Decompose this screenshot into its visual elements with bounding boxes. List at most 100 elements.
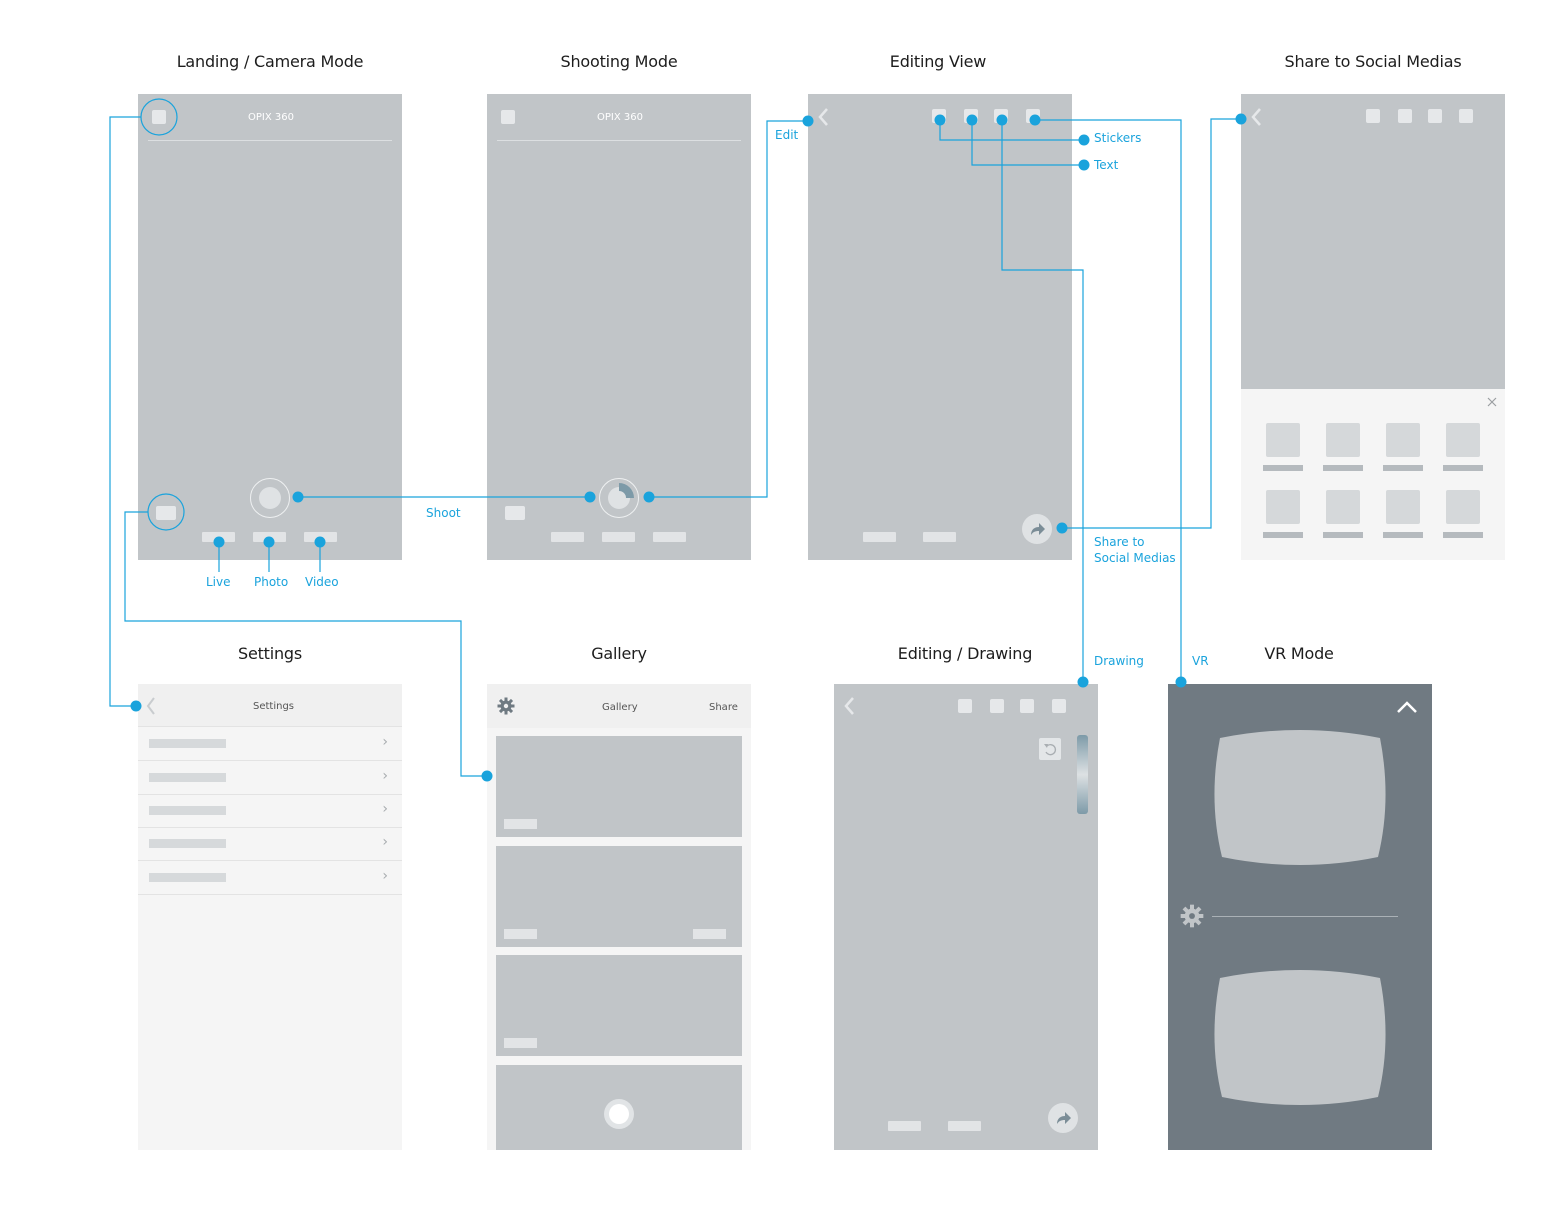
landing-screen: OPIX 360 xyxy=(138,94,402,560)
title-drawing: Editing / Drawing xyxy=(897,644,1033,663)
tool-icon-1[interactable] xyxy=(958,699,972,713)
tool-icon-4[interactable] xyxy=(1459,109,1473,123)
tool-icon-4[interactable] xyxy=(1052,699,1066,713)
settings-row[interactable]: › xyxy=(138,827,402,861)
gallery-card[interactable] xyxy=(496,736,742,837)
gallery-card[interactable] xyxy=(496,955,742,1056)
settings-row[interactable]: › xyxy=(138,727,402,761)
label-vr: VR xyxy=(1192,654,1209,668)
tool-icon-3[interactable] xyxy=(1428,109,1442,123)
vr-lens-top xyxy=(1214,730,1386,865)
label-live: Live xyxy=(206,575,231,589)
gallery-card[interactable] xyxy=(496,846,742,947)
editing-screen xyxy=(808,94,1072,560)
bottom-option-1[interactable] xyxy=(863,532,896,542)
undo-button[interactable] xyxy=(1039,738,1061,760)
title-gallery: Gallery xyxy=(591,644,647,663)
menu-icon[interactable] xyxy=(152,110,166,124)
title-share: Share to Social Medias xyxy=(1284,52,1462,71)
label-share-line1: Share to xyxy=(1094,535,1145,549)
label-edit: Edit xyxy=(775,128,799,142)
back-chevron-icon[interactable] xyxy=(816,107,830,127)
share-button[interactable] xyxy=(1022,514,1052,544)
back-chevron-icon[interactable] xyxy=(1249,107,1263,127)
tool-icon-3[interactable] xyxy=(1020,699,1034,713)
title-settings: Settings xyxy=(237,644,303,663)
social-app-label xyxy=(1263,465,1303,471)
social-app-icon[interactable] xyxy=(1386,490,1420,524)
social-app-icon[interactable] xyxy=(1326,490,1360,524)
social-app-icon[interactable] xyxy=(1266,490,1300,524)
shutter-recording-button[interactable] xyxy=(599,478,639,518)
header-divider xyxy=(497,140,741,141)
social-app-icon[interactable] xyxy=(1266,423,1300,457)
social-app-label xyxy=(1263,532,1303,538)
settings-row[interactable]: › xyxy=(138,794,402,828)
shooting-screen: OPIX 360 xyxy=(487,94,751,560)
app-name: OPIX 360 xyxy=(597,112,643,123)
gallery-header-title: Gallery xyxy=(602,702,638,713)
settings-row[interactable]: › xyxy=(138,761,402,795)
settings-row[interactable]: › xyxy=(138,861,402,895)
undo-icon xyxy=(1044,744,1056,756)
tool-icon-2[interactable] xyxy=(1398,109,1412,123)
settings-header: Settings xyxy=(138,684,402,727)
gallery-header: Gallery Share xyxy=(487,684,751,728)
gear-icon[interactable] xyxy=(1180,904,1204,928)
app-name: OPIX 360 xyxy=(248,112,294,123)
chevron-up-icon[interactable] xyxy=(1396,700,1418,714)
social-app-label xyxy=(1383,532,1423,538)
label-photo: Photo xyxy=(254,575,289,589)
menu-icon[interactable] xyxy=(501,110,515,124)
social-app-icon[interactable] xyxy=(1446,423,1480,457)
vr-lens-bottom xyxy=(1214,970,1386,1105)
gallery-card[interactable] xyxy=(496,1065,742,1150)
vr-screen xyxy=(1168,684,1432,1150)
social-app-label xyxy=(1443,465,1483,471)
social-app-icon[interactable] xyxy=(1386,423,1420,457)
label-stickers: Stickers xyxy=(1094,131,1142,145)
social-app-label xyxy=(1443,532,1483,538)
mode-video-tab[interactable] xyxy=(653,532,686,542)
title-landing: Landing / Camera Mode xyxy=(176,52,364,71)
recording-progress-icon xyxy=(618,482,634,498)
record-button[interactable] xyxy=(604,1099,634,1129)
social-app-icon[interactable] xyxy=(1446,490,1480,524)
mode-photo-tab[interactable] xyxy=(602,532,635,542)
drawing-screen xyxy=(834,684,1098,1150)
tool-icon-1[interactable] xyxy=(1366,109,1380,123)
close-icon[interactable] xyxy=(1487,397,1497,407)
gallery-thumbnail-icon[interactable] xyxy=(505,506,525,520)
mode-live-tab[interactable] xyxy=(551,532,584,542)
vr-divider xyxy=(1212,916,1398,917)
gallery-thumbnail-icon[interactable] xyxy=(156,506,176,520)
label-drawing: Drawing xyxy=(1094,654,1144,668)
bottom-option-2[interactable] xyxy=(923,532,956,542)
title-shooting: Shooting Mode xyxy=(560,52,678,71)
social-app-icon[interactable] xyxy=(1326,423,1360,457)
title-vr: VR Mode xyxy=(1264,644,1334,663)
settings-header-title: Settings xyxy=(253,701,295,712)
gallery-share-link[interactable]: Share xyxy=(709,702,738,713)
brush-size-slider[interactable] xyxy=(1077,735,1088,814)
share-screen xyxy=(1241,94,1505,560)
back-chevron-icon[interactable] xyxy=(144,696,158,716)
back-chevron-icon[interactable] xyxy=(842,696,856,716)
bottom-option-1[interactable] xyxy=(888,1121,921,1131)
shutter-button[interactable] xyxy=(250,478,290,518)
title-editing: Editing View xyxy=(889,52,987,71)
bottom-option-2[interactable] xyxy=(948,1121,981,1131)
settings-screen: Settings › › › › › xyxy=(138,684,402,1150)
share-button[interactable] xyxy=(1048,1103,1078,1133)
gear-icon[interactable] xyxy=(497,697,515,715)
share-arrow-icon xyxy=(1057,1112,1071,1124)
label-text: Text xyxy=(1094,158,1119,172)
share-sheet xyxy=(1241,389,1505,560)
gallery-screen: Gallery Share xyxy=(487,684,751,1150)
label-share-line2: Social Medias xyxy=(1094,551,1176,565)
tool-icon-2[interactable] xyxy=(990,699,1004,713)
social-app-label xyxy=(1323,532,1363,538)
social-app-label xyxy=(1383,465,1423,471)
share-arrow-icon xyxy=(1031,523,1045,535)
